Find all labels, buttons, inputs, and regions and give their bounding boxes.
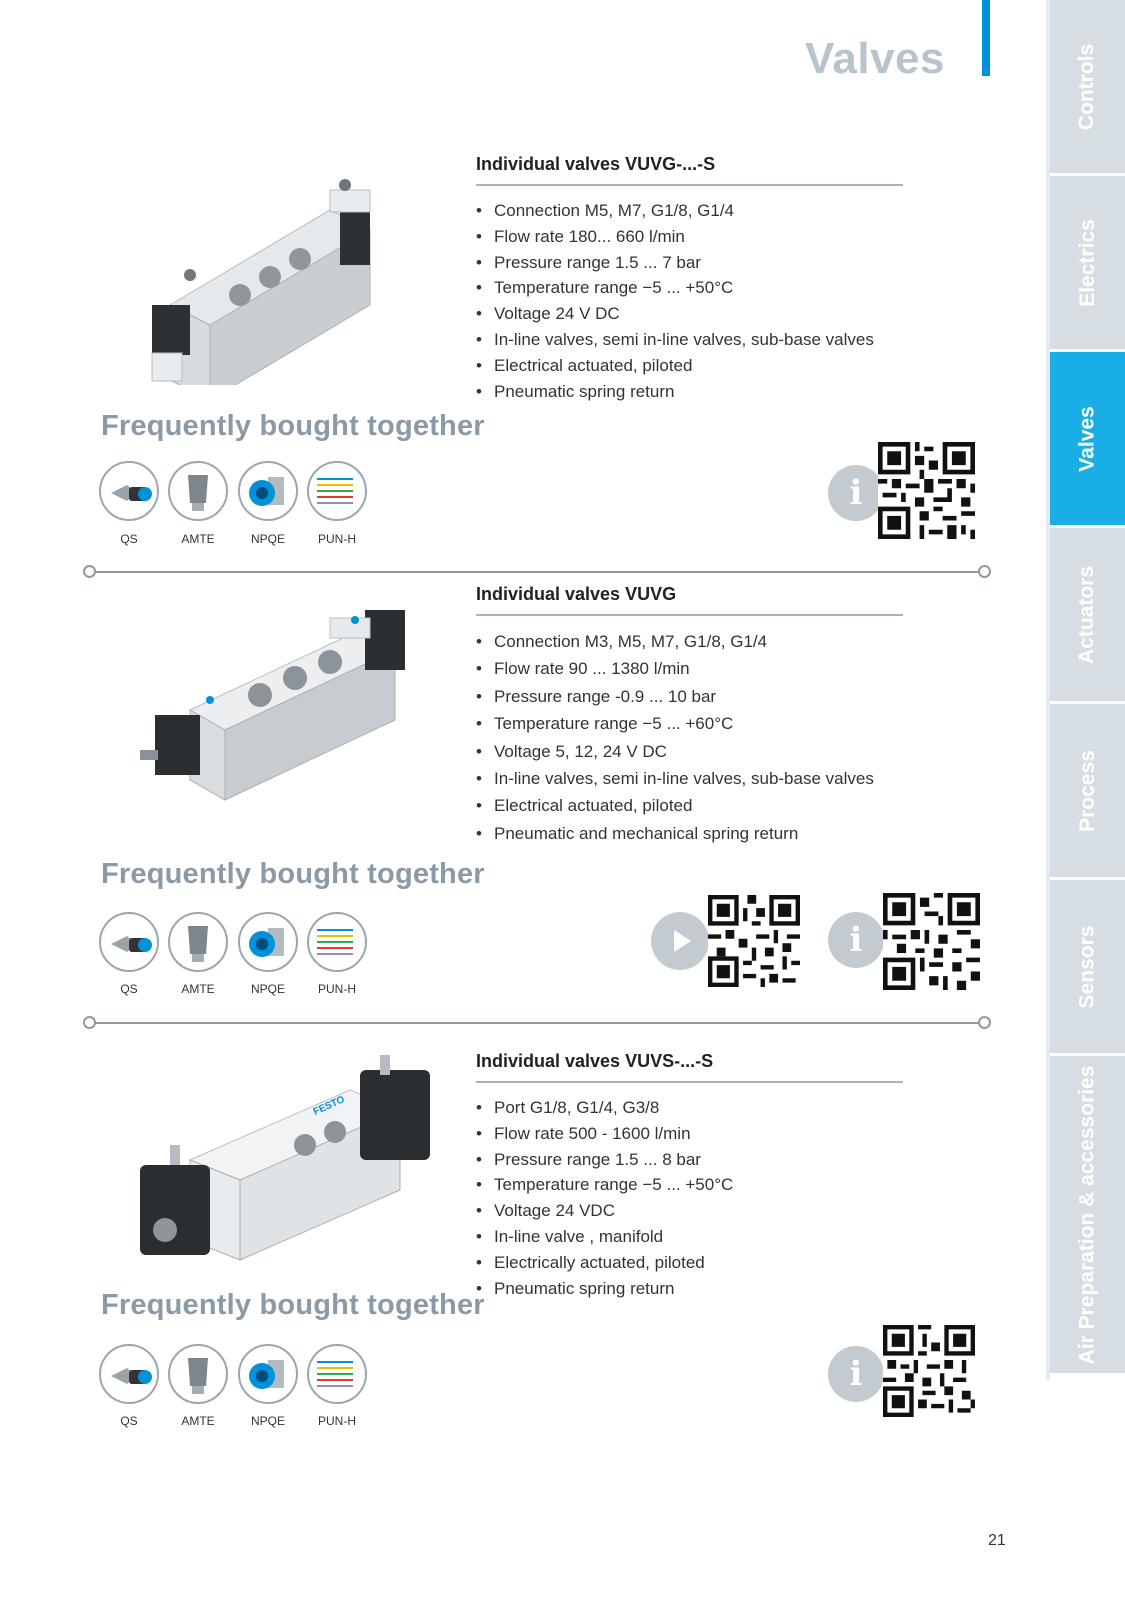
accessory-label: NPQE	[250, 982, 285, 996]
spec-item: Temperature range −5 ... +50°C	[476, 275, 874, 301]
tab-valves[interactable]: Valves	[1050, 352, 1125, 528]
spec-item: Voltage 24 VDC	[476, 1198, 733, 1224]
section-title: Individual valves VUVS-...-S	[476, 1051, 714, 1071]
spec-list: Port G1/8, G1/4, G3/8 Flow rate 500 - 16…	[476, 1095, 733, 1301]
tab-edge	[1046, 0, 1050, 1380]
title-accent-bar	[982, 0, 990, 76]
accessory-label: PUN-H	[318, 532, 356, 546]
tab-air-preparation[interactable]: Air Preparation & accessories	[1050, 1056, 1125, 1376]
section-divider	[90, 1022, 990, 1024]
spec-item: Flow rate 180... 660 l/min	[476, 224, 874, 250]
divider-node	[83, 565, 96, 578]
title-rule	[476, 1081, 903, 1083]
accessory-label: AMTE	[181, 1414, 215, 1428]
divider-node	[978, 565, 991, 578]
spec-item: In-line valve , manifold	[476, 1224, 733, 1250]
accessory-label: QS	[120, 532, 138, 546]
accessory-npqe[interactable]	[238, 461, 298, 521]
accessory-npqe[interactable]	[238, 912, 298, 972]
accessory-label: QS	[120, 1414, 138, 1428]
accessory-qs[interactable]	[99, 1344, 159, 1404]
spec-item: Electrical actuated, piloted	[476, 792, 874, 820]
accessory-amte[interactable]	[168, 1344, 228, 1404]
accessory-pun-h[interactable]	[307, 461, 367, 521]
qr-code-video	[708, 895, 800, 987]
title-rule	[476, 614, 903, 616]
accessory-qs[interactable]	[99, 912, 159, 972]
spec-list: Connection M3, M5, M7, G1/8, G1/4 Flow r…	[476, 628, 874, 848]
info-icon[interactable]: i	[828, 912, 884, 968]
tab-electrics[interactable]: Electrics	[1050, 176, 1125, 352]
qr-code-info	[883, 893, 980, 990]
title-rule	[476, 184, 903, 186]
accessory-label: PUN-H	[318, 1414, 356, 1428]
spec-item: Connection M5, M7, G1/8, G1/4	[476, 198, 874, 224]
valve-vuvg-s-image	[151, 179, 372, 385]
accessory-label: NPQE	[250, 532, 285, 546]
spec-item: Electrically actuated, piloted	[476, 1250, 733, 1276]
accessory-label: PUN-H	[318, 982, 356, 996]
info-icon[interactable]: i	[828, 465, 884, 521]
spec-item: Voltage 24 V DC	[476, 301, 874, 327]
spec-item: Pressure range 1.5 ... 7 bar	[476, 250, 874, 276]
qr-code-info	[883, 1325, 975, 1417]
play-video-button[interactable]	[651, 912, 709, 970]
divider-node	[83, 1016, 96, 1029]
accessory-qs[interactable]	[99, 461, 159, 521]
frequently-bought-heading: Frequently bought together	[101, 410, 485, 442]
spec-item: Pressure range -0.9 ... 10 bar	[476, 683, 874, 711]
tab-process[interactable]: Process	[1050, 704, 1125, 880]
spec-item: Flow rate 500 - 1600 l/min	[476, 1121, 733, 1147]
tab-actuators[interactable]: Actuators	[1050, 528, 1125, 704]
accessory-label: QS	[120, 982, 138, 996]
page-number: 21	[988, 1532, 1006, 1549]
spec-item: Pneumatic spring return	[476, 1276, 733, 1302]
product-section-vuvg: Individual valves VUVG Connection M3, M5…	[0, 0, 1040, 1010]
page-title: Valves	[804, 34, 945, 83]
spec-item: Electrical actuated, piloted	[476, 353, 874, 379]
spec-item: Port G1/8, G1/4, G3/8	[476, 1095, 733, 1121]
product-section-vuvg-s: Individual valves VUVG-...-S Connection …	[0, 0, 1040, 560]
spec-item: Pneumatic and mechanical spring return	[476, 820, 874, 848]
section-title: Individual valves VUVG	[476, 584, 677, 604]
spec-item: Pneumatic spring return	[476, 379, 874, 405]
accessory-pun-h[interactable]	[307, 1344, 367, 1404]
accessory-amte[interactable]	[168, 912, 228, 972]
valve-vuvg-image	[140, 610, 405, 801]
accessory-amte[interactable]	[168, 461, 228, 521]
frequently-bought-heading: Frequently bought together	[101, 1289, 485, 1321]
chapter-tabs: Controls Electrics Valves Actuators Proc…	[1050, 0, 1125, 1380]
spec-item: Pressure range 1.5 ... 8 bar	[476, 1147, 733, 1173]
play-icon	[674, 930, 691, 952]
spec-item: Connection M3, M5, M7, G1/8, G1/4	[476, 628, 874, 656]
accessory-label: NPQE	[250, 1414, 285, 1428]
spec-item: Temperature range −5 ... +60°C	[476, 710, 874, 738]
accessory-label: AMTE	[181, 982, 215, 996]
section-divider	[90, 571, 990, 573]
spec-item: In-line valves, semi in-line valves, sub…	[476, 327, 874, 353]
product-section-vuvs-s: FESTO Individual valves VUVS-...-S Port …	[0, 0, 1040, 1440]
accessory-label: AMTE	[181, 532, 215, 546]
frequently-bought-heading: Frequently bought together	[101, 858, 485, 890]
accessory-npqe[interactable]	[238, 1344, 298, 1404]
spec-item: Voltage 5, 12, 24 V DC	[476, 738, 874, 766]
info-icon[interactable]: i	[828, 1346, 884, 1402]
spec-item: Flow rate 90 ... 1380 l/min	[476, 655, 874, 683]
spec-item: Temperature range −5 ... +50°C	[476, 1172, 733, 1198]
valve-vuvs-s-image: FESTO	[140, 1055, 430, 1261]
divider-node	[978, 1016, 991, 1029]
section-title: Individual valves VUVG-...-S	[476, 154, 716, 174]
tab-sensors[interactable]: Sensors	[1050, 880, 1125, 1056]
spec-item: In-line valves, semi in-line valves, sub…	[476, 765, 874, 793]
spec-list: Connection M5, M7, G1/8, G1/4 Flow rate …	[476, 198, 874, 404]
qr-code-info	[878, 442, 975, 539]
tab-controls[interactable]: Controls	[1050, 0, 1125, 176]
accessory-pun-h[interactable]	[307, 912, 367, 972]
